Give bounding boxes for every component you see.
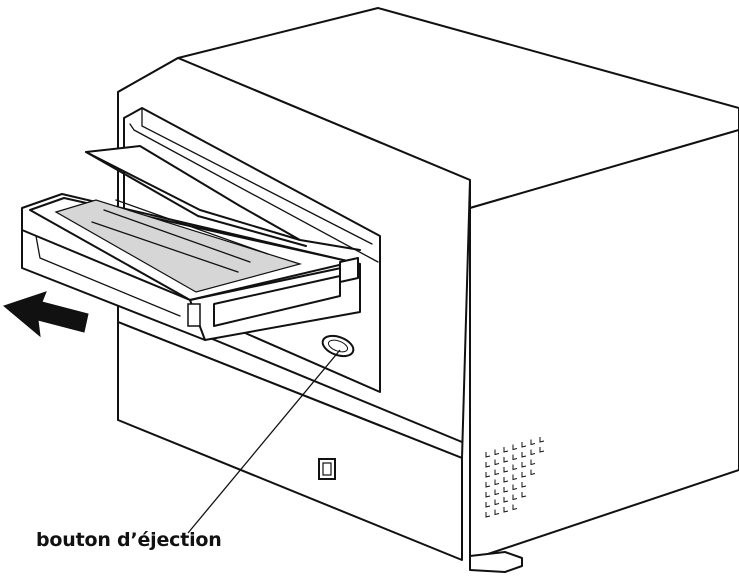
tape-cartridge	[21, 145, 361, 341]
vent-hole	[530, 469, 536, 476]
eject-button-label: bouton d’éjection	[36, 529, 222, 551]
vent-hole	[512, 474, 518, 481]
vent-hole	[503, 487, 509, 493]
power-switch-icon[interactable]	[318, 458, 336, 480]
vent-hole	[485, 492, 491, 498]
vent-hole	[485, 512, 491, 518]
vent-hole	[503, 447, 509, 453]
vent-hole	[494, 489, 500, 496]
vent-hole	[521, 442, 527, 448]
vent-hole	[521, 462, 527, 468]
vent-hole	[512, 504, 518, 511]
ventilation-grille	[485, 437, 545, 518]
vent-hole	[512, 494, 518, 501]
vent-hole	[503, 477, 509, 483]
vent-hole	[530, 459, 536, 466]
vent-hole	[521, 452, 527, 458]
vent-hole	[494, 459, 500, 466]
vent-hole	[539, 437, 545, 443]
vent-hole	[530, 439, 536, 446]
vent-hole	[521, 482, 527, 488]
vent-hole	[512, 454, 518, 461]
vent-hole	[494, 509, 500, 516]
vent-hole	[512, 464, 518, 471]
vent-hole	[503, 457, 509, 463]
vent-hole	[503, 467, 509, 473]
vent-hole	[521, 472, 527, 478]
vent-hole	[503, 507, 509, 513]
vent-hole	[503, 497, 509, 503]
vent-hole	[494, 449, 500, 456]
vent-hole	[512, 484, 518, 491]
vent-hole	[485, 462, 491, 468]
vent-hole	[485, 472, 491, 478]
arrow-left-icon	[2, 291, 89, 338]
vent-hole	[521, 492, 527, 498]
vent-hole	[485, 502, 491, 508]
vent-hole	[485, 482, 491, 488]
vent-hole	[494, 479, 500, 486]
vent-hole	[512, 444, 518, 451]
callout-leader-line	[187, 349, 341, 534]
cartridge-label	[54, 199, 303, 293]
vent-hole	[539, 447, 545, 453]
vent-hole	[494, 469, 500, 476]
vent-hole	[494, 499, 500, 506]
vent-hole	[530, 449, 536, 456]
vent-hole	[485, 452, 491, 458]
eject-button[interactable]	[320, 332, 356, 360]
